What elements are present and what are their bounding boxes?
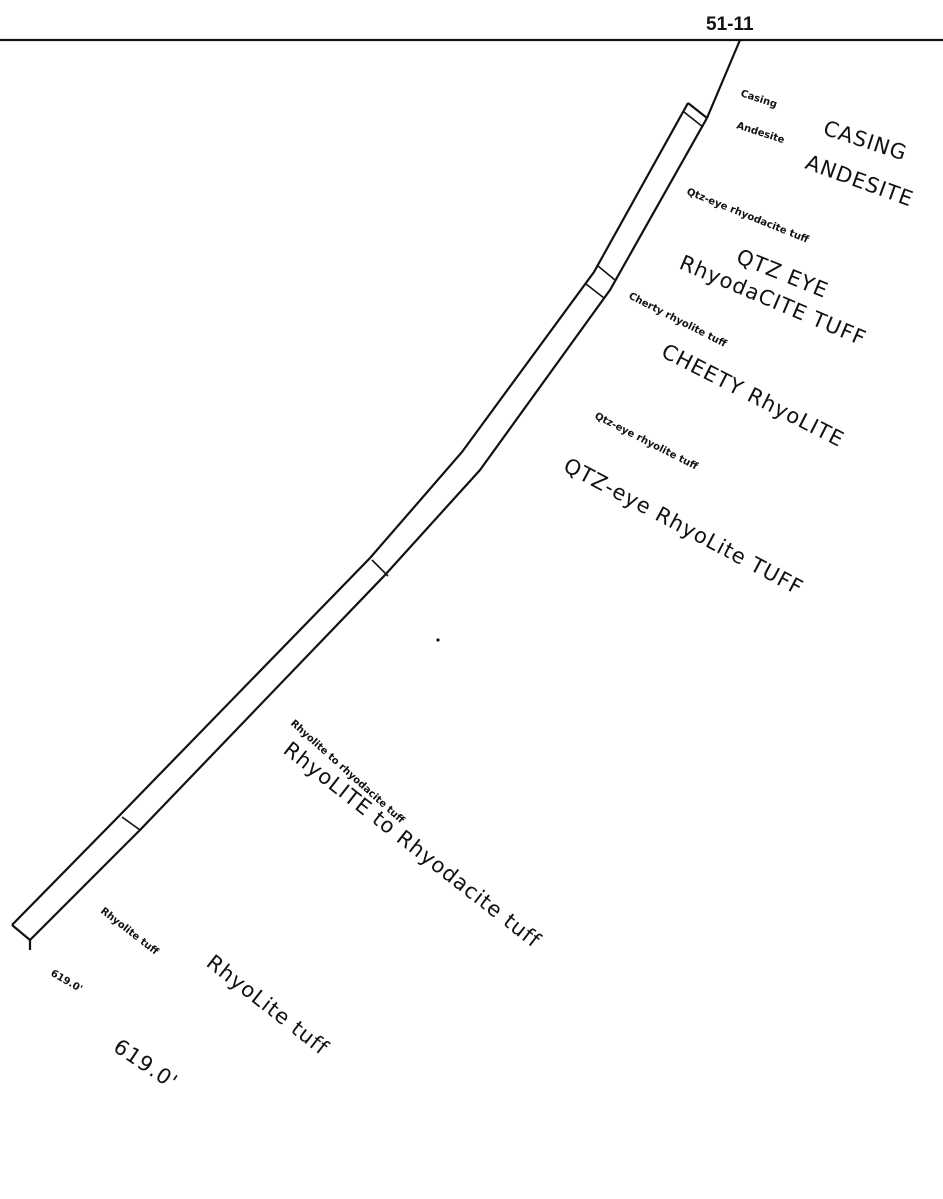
contact-cherty-qtz-rhyolite bbox=[371, 559, 389, 577]
ink-speck bbox=[436, 638, 440, 642]
unit-cherty-rhyolite-printed: Cherty rhyolite tuff bbox=[627, 291, 729, 350]
hole-trace-collar bbox=[705, 39, 742, 119]
unit-casing-printed: Casing bbox=[739, 88, 778, 110]
column-bottom-cap bbox=[11, 924, 31, 941]
hole-trace-left bbox=[11, 102, 689, 926]
unit-qtz-rhyolite-printed: Qtz-eye rhyolite tuff bbox=[593, 411, 701, 473]
unit-andesite-printed: Andesite bbox=[735, 120, 786, 146]
contact-casing-andesite bbox=[683, 111, 704, 128]
hole-id-label: 51-11 bbox=[706, 14, 754, 35]
unit-qtz-rhyodacite-printed: Qtz-eye rhyodacite tuff bbox=[685, 187, 811, 246]
column-top-cap bbox=[687, 102, 708, 119]
unit-rhyolite-tuff-printed: Rhyolite tuff bbox=[98, 906, 161, 958]
unit-rhyolite-tuff-handwritten: RhyoLite tuff bbox=[202, 950, 333, 1060]
total-depth-handwritten: 619.0' bbox=[109, 1034, 182, 1094]
hole-trace-right bbox=[29, 117, 708, 941]
contact-qtz-rhyodacite-cherty bbox=[585, 283, 605, 299]
total-depth-printed: 619.0' bbox=[49, 968, 85, 995]
contact-andesite-qtz-rhyodacite bbox=[597, 265, 616, 281]
unit-rhyolite-to-rhyodacite-handwritten: RhyoLITE to Rhyodacite tuff bbox=[279, 737, 546, 953]
contact-rhyolite-rhyodacite bbox=[121, 816, 141, 831]
unit-cherty-rhyolite-handwritten: CHEETY RhyoLITE bbox=[658, 339, 848, 452]
unit-qtz-rhyolite-handwritten: QTZ-eye RhyoLite TUFF bbox=[560, 453, 808, 600]
